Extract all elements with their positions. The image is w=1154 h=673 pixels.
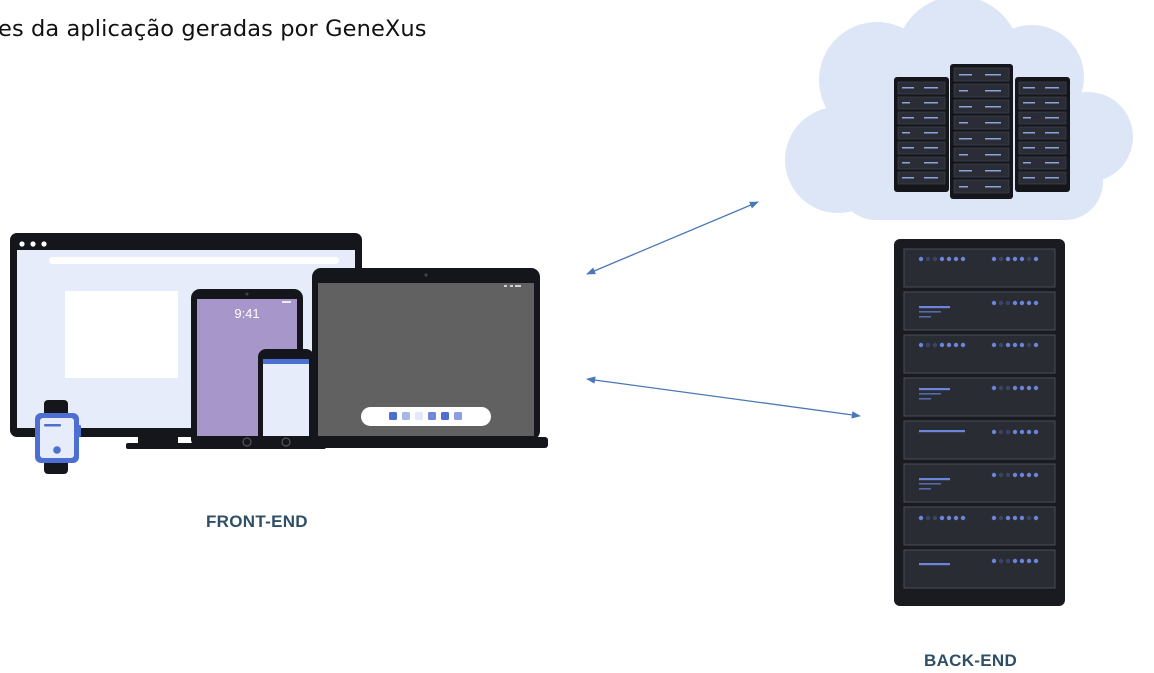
arrow-frontend-cloud (586, 201, 759, 275)
slide-title: es da aplicação geradas por GeneXus (0, 16, 427, 42)
cloud-servers-icon (785, 0, 1133, 220)
phone-icon (258, 349, 314, 449)
smartwatch-icon (35, 400, 81, 474)
frontend-devices-illustration: 9:41 (10, 233, 548, 474)
laptop-icon (305, 268, 548, 448)
backend-label: BACK-END (924, 651, 1018, 670)
frontend-label: FRONT-END (206, 512, 308, 531)
server-rack-icon (894, 239, 1065, 606)
tablet-clock: 9:41 (234, 306, 259, 321)
arrow-frontend-rack (586, 376, 861, 419)
